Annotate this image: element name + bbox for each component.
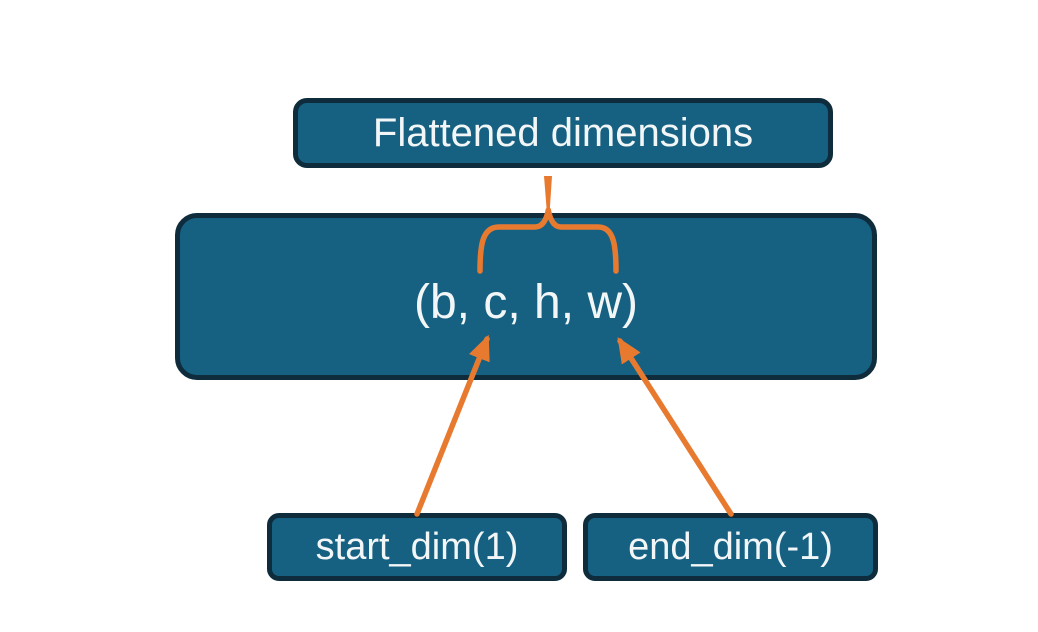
tensor-shape-label: (b, c, h, w) bbox=[413, 275, 639, 329]
taper-line-icon bbox=[544, 176, 552, 214]
tensor-shape-box: (b, c, h, w) bbox=[175, 213, 877, 380]
flattened-dimensions-box: Flattened dimensions bbox=[293, 98, 833, 168]
start-dim-label: start_dim(1) bbox=[315, 526, 519, 568]
end-dim-label: end_dim(-1) bbox=[628, 526, 833, 568]
start-dim-box: start_dim(1) bbox=[267, 513, 567, 581]
end-dim-box: end_dim(-1) bbox=[583, 513, 878, 581]
flattened-dimensions-label: Flattened dimensions bbox=[372, 111, 754, 155]
